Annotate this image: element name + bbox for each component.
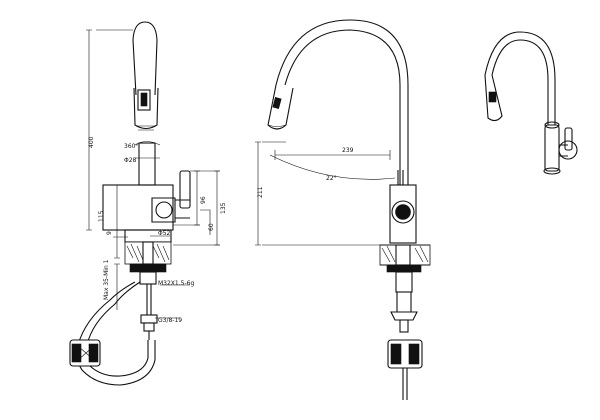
dim-handle-offset: 135: [220, 202, 227, 214]
dim-reach: 239: [342, 147, 354, 154]
dim-body-height: 115: [98, 210, 105, 222]
dim-spout-dia: Φ28: [124, 157, 137, 164]
dim-small-gap: 9: [106, 231, 113, 235]
dim-base-height: 60: [208, 223, 215, 231]
dim-spout-height: 211: [257, 186, 264, 198]
dim-overall-height: 400: [88, 136, 95, 148]
dim-hose-thread: G3/8-19: [158, 317, 182, 324]
front-view: [255, 19, 431, 400]
dim-max-counter: Max 35-Min 1: [103, 259, 110, 300]
dim-spout-angle: 22°: [326, 175, 337, 182]
dim-base-dia: Φ52: [158, 230, 171, 237]
perspective-view: [484, 31, 578, 175]
dim-thread-main: M32X1.5-6g: [158, 280, 194, 287]
side-view: [69, 21, 220, 386]
dim-handle-height: 96: [200, 196, 207, 204]
dim-swivel: 360°: [124, 143, 138, 150]
